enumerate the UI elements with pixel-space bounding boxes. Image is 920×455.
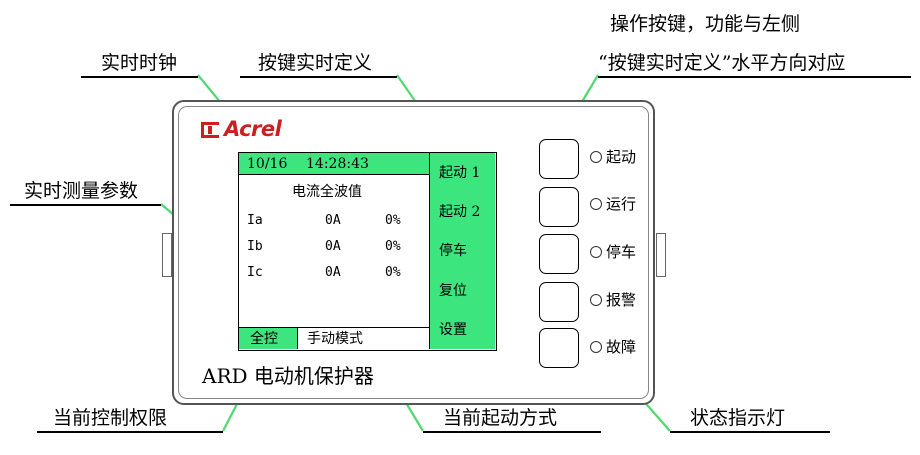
lcd-row-ia-value: 0A <box>325 213 341 228</box>
indicator-label-alarm: 报警 <box>606 291 637 309</box>
callout-led-text: 状态指示灯 <box>690 407 786 429</box>
lcd-time: 14:28:43 <box>306 156 369 172</box>
callout-buttons-line2: “按键实时定义”水平方向对应 <box>598 52 846 74</box>
brand-logo: Acrel <box>201 117 282 141</box>
lcd-key-label-5: 设置 <box>439 322 467 338</box>
indicator-led-alarm <box>590 294 602 306</box>
lcd-row-ib-value: 0A <box>325 239 341 254</box>
acrel-logo-icon <box>201 121 219 138</box>
indicator-led-fault <box>590 341 602 353</box>
lcd-date: 10/16 <box>247 156 288 172</box>
callout-mode-text: 当前起动方式 <box>443 407 558 429</box>
lcd-key-label-2: 起动 2 <box>439 204 481 220</box>
lcd-key-label-1: 起动 1 <box>439 165 481 181</box>
lcd-title: 电流全波值 <box>292 184 362 200</box>
indicator-led-start <box>590 151 602 163</box>
indicator-label-stop: 停车 <box>606 243 637 261</box>
lcd-row-ia-pct: 0% <box>385 213 401 228</box>
indicator-label-fault: 故障 <box>606 338 637 356</box>
indicator-label-run: 运行 <box>606 195 637 213</box>
function-key-3[interactable] <box>539 234 579 274</box>
lcd-control-text: 全控 <box>250 331 278 347</box>
lcd-key-label-4: 复位 <box>439 283 467 299</box>
lcd-screen: 10/16 14:28:43 电流全波值 Ia 0A 0% Ib 0A 0% I… <box>238 152 497 351</box>
indicator-label-start: 起动 <box>606 148 637 166</box>
callout-measure: 实时测量参数 <box>10 180 161 206</box>
lcd-row-ic-value: 0A <box>325 265 341 280</box>
function-key-5[interactable] <box>539 328 579 368</box>
mounting-ear-right <box>656 233 666 277</box>
indicator-led-run <box>590 198 602 210</box>
lcd-row-ic-name: Ic <box>247 265 263 280</box>
indicator-led-stop <box>590 246 602 258</box>
lcd-key-menu <box>429 153 495 349</box>
lcd-row-ib-pct: 0% <box>385 239 401 254</box>
callout-clock-text: 实时时钟 <box>101 52 178 74</box>
mounting-ear-left <box>162 233 172 277</box>
lcd-row-ic-pct: 0% <box>385 265 401 280</box>
callout-buttons-line1: 操作按键，功能与左侧 <box>610 13 801 35</box>
callout-led: 状态指示灯 <box>670 407 830 433</box>
callout-mode: 当前起动方式 <box>423 407 601 433</box>
callout-key-def: 按键实时定义 <box>240 52 397 78</box>
lcd-mode-text: 手动模式 <box>307 331 363 347</box>
lcd-row-ib-name: Ib <box>247 239 263 254</box>
function-key-2[interactable] <box>539 187 579 227</box>
callout-buttons: “按键实时定义”水平方向对应 <box>598 52 911 78</box>
callout-ctrl-text: 当前控制权限 <box>53 407 168 429</box>
callout-measure-text: 实时测量参数 <box>24 180 139 202</box>
lcd-mode-status: 手动模式 <box>298 327 429 349</box>
lcd-key-label-3: 停车 <box>439 243 467 259</box>
lcd-control-status: 全控 <box>239 327 298 349</box>
device-model-label: ARD 电动机保护器 <box>202 364 374 388</box>
lcd-clock-bar: 10/16 14:28:43 <box>239 153 429 175</box>
brand-name: Acrel <box>224 117 282 141</box>
function-key-1[interactable] <box>539 139 579 179</box>
device-bezel <box>178 106 649 399</box>
callout-clock: 实时时钟 <box>81 52 198 78</box>
function-key-4[interactable] <box>539 282 579 322</box>
lcd-row-ia-name: Ia <box>247 213 263 228</box>
callout-ctrl: 当前控制权限 <box>37 407 223 433</box>
callout-key-def-text: 按键实时定义 <box>258 52 373 74</box>
